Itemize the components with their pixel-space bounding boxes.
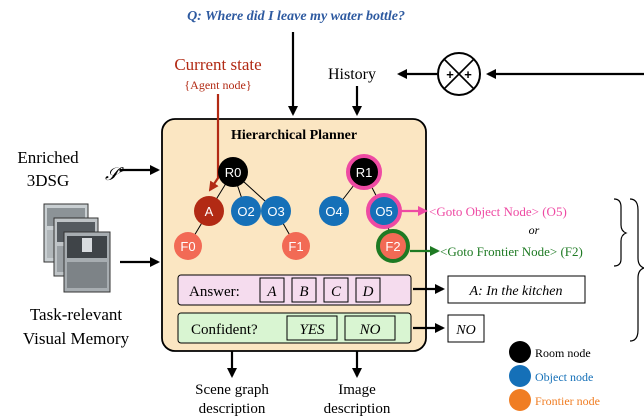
node-o4: O4 (319, 196, 349, 226)
node-o5: O5 (366, 193, 402, 229)
legend: Room node Object node Frontier node (509, 341, 600, 411)
confident-option-yes: YES (299, 322, 325, 338)
answer-option-a: A (266, 284, 277, 300)
svg-text:F1: F1 (288, 239, 303, 254)
svg-text:O3: O3 (267, 204, 284, 219)
svg-text:R1: R1 (356, 165, 373, 180)
svg-text:A: A (205, 204, 214, 219)
node-r0: R0 (218, 157, 248, 187)
answer-option-c: C (331, 284, 342, 300)
legend-object: Object node (509, 365, 593, 387)
visual-memory-images (43, 203, 111, 293)
3dsg-label: 3DSG (27, 171, 70, 190)
node-a-agent: A (194, 196, 224, 226)
goto-frontier-text: <Goto Frontier Node> (F2) (440, 244, 583, 259)
scene-graph-line1: Scene graph (195, 382, 269, 398)
node-o2: O2 (231, 196, 261, 226)
answer-label: Answer: (189, 284, 240, 300)
svg-text:Object node: Object node (535, 370, 593, 384)
current-state-subtitle: {Agent node} (184, 78, 251, 92)
goto-object-text: <Goto Object Node> (O5) (429, 204, 567, 219)
image-desc-line2: description (324, 401, 391, 417)
confident-output-box (447, 314, 485, 343)
answer-option-b: B (299, 284, 308, 300)
svg-text:O2: O2 (237, 204, 254, 219)
answer-row: Answer: A B C D (177, 274, 412, 306)
history-label: History (328, 66, 376, 83)
svg-text:R0: R0 (225, 165, 242, 180)
svg-text:+: + (446, 67, 454, 82)
enriched-symbol: 𝒮e (105, 163, 124, 184)
goto-bracket (613, 198, 628, 267)
svg-text:O5: O5 (375, 204, 392, 219)
confident-option-no: NO (359, 322, 381, 338)
concat-operator-icon: + + (437, 52, 481, 96)
or-text: or (529, 223, 540, 237)
confident-label: Confident? (191, 322, 258, 338)
node-o3: O3 (261, 196, 291, 226)
planner-title: Hierarchical Planner (231, 128, 357, 143)
visual-memory-line2: Visual Memory (23, 329, 130, 348)
confident-row: Confident? YES NO (177, 312, 412, 344)
node-f2: F2 (376, 229, 410, 263)
answer-output-text: A: In the kitchen (469, 284, 563, 299)
svg-text:F0: F0 (180, 239, 195, 254)
svg-text:+: + (464, 67, 472, 82)
image-desc-line1: Image (338, 382, 376, 398)
legend-frontier: Frontier node (509, 389, 600, 411)
answer-option-d: D (362, 284, 374, 300)
svg-text:Room node: Room node (535, 346, 591, 360)
svg-text:Frontier node: Frontier node (535, 394, 600, 408)
svg-text:O4: O4 (325, 204, 342, 219)
current-state-arrow (208, 94, 220, 192)
confident-output-text: NO (455, 323, 475, 338)
scene-graph-line2: description (199, 401, 266, 417)
node-f1: F1 (282, 232, 310, 260)
svg-text:F2: F2 (385, 239, 400, 254)
node-r1: R1 (346, 154, 382, 190)
current-state-title: Current state (174, 55, 261, 74)
question-text: Q: Where did I leave my water bottle? (187, 9, 405, 24)
node-f0: F0 (174, 232, 202, 260)
visual-memory-line1: Task-relevant (30, 305, 123, 324)
answer-output-box (447, 275, 586, 304)
legend-room: Room node (509, 341, 591, 363)
enriched-label: Enriched (17, 148, 79, 167)
outputs-brace (629, 198, 644, 342)
